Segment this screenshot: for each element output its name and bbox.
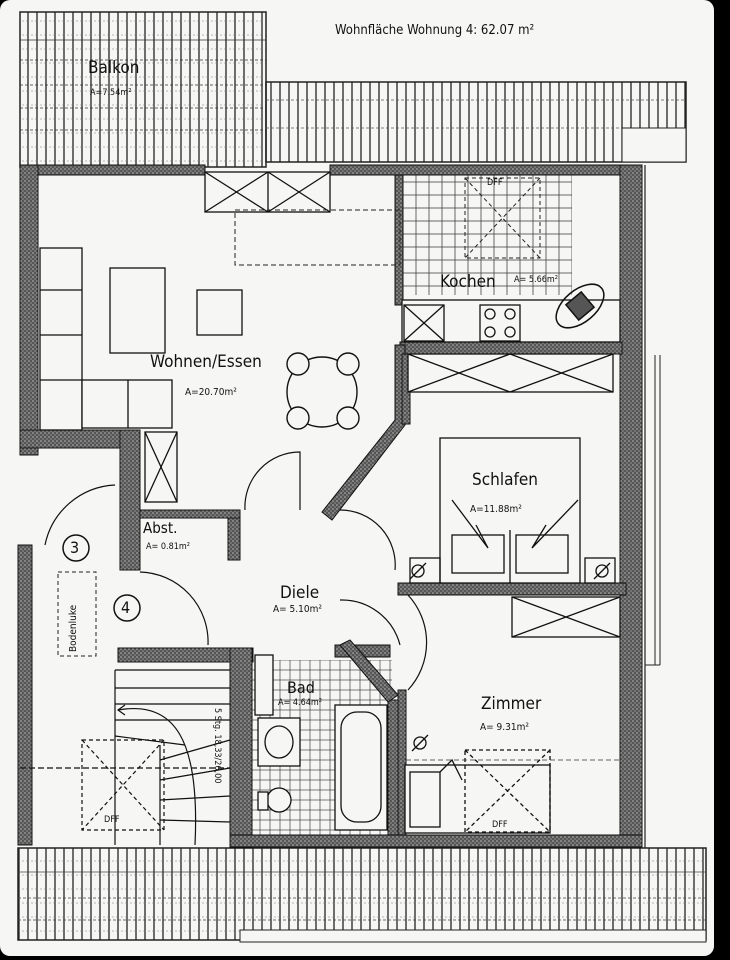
kitchen-table bbox=[555, 283, 605, 329]
room-area-wohnen: A=20.70m² bbox=[185, 387, 237, 398]
room-name-balkon: Balkon bbox=[88, 58, 140, 78]
staircase bbox=[20, 669, 231, 846]
circle-marker-4 bbox=[113, 594, 141, 622]
floor-plan-drawing bbox=[17, 11, 707, 943]
dff-label-kitchen: DFF bbox=[487, 178, 503, 188]
living-skylight-outline bbox=[234, 209, 401, 266]
circle-label-3: 3 bbox=[70, 538, 80, 557]
double-bed bbox=[409, 437, 616, 584]
room-name-abst: Abst. bbox=[143, 519, 178, 537]
door-swings bbox=[44, 451, 428, 691]
dff-label-stairs: DFF bbox=[104, 815, 120, 825]
room-area-balkon: A=7.54m² bbox=[90, 88, 132, 98]
stair-dimension-note: 5 Stg. 18,33/26,00 bbox=[212, 708, 222, 784]
room-area-zimmer: A= 9.31m² bbox=[480, 722, 529, 733]
floor-area-title: Wohnfläche Wohnung 4: 62.07 m² bbox=[335, 23, 535, 38]
circle-marker-3 bbox=[62, 534, 90, 562]
balcony-area bbox=[19, 11, 267, 168]
living-sofa bbox=[39, 247, 243, 431]
walls bbox=[17, 164, 643, 849]
dining-table bbox=[286, 352, 360, 430]
floor-plan-sheet: Wohnfläche Wohnung 4: 62.07 m² Balkon A=… bbox=[0, 0, 714, 956]
room-area-bad: A= 4.64m² bbox=[278, 698, 323, 708]
upper-roof-strip bbox=[265, 81, 687, 163]
room-area-abst: A= 0.81m² bbox=[146, 542, 191, 552]
room-area-diele: A= 5.10m² bbox=[273, 604, 322, 615]
room-name-zimmer: Zimmer bbox=[481, 694, 542, 714]
room-name-bad: Bad bbox=[287, 678, 315, 697]
windows bbox=[204, 171, 331, 213]
lower-roof-strip bbox=[17, 847, 707, 943]
room-name-schlafen: Schlafen bbox=[472, 470, 538, 490]
room-name-kochen: Kochen bbox=[440, 272, 496, 292]
zimmer-bed bbox=[404, 734, 551, 834]
bath-fixtures bbox=[254, 654, 388, 831]
kitchen-skylight bbox=[464, 177, 541, 259]
bodenluke-label: Bodenluke bbox=[68, 604, 79, 652]
bodenluke-outline bbox=[57, 571, 97, 657]
bedroom-wardrobe bbox=[407, 353, 614, 393]
room-area-schlafen: A=11.88m² bbox=[470, 504, 522, 515]
dff-label-zimmer: DFF bbox=[492, 820, 508, 830]
room-name-diele: Diele bbox=[280, 583, 320, 603]
abst-cabinet bbox=[144, 431, 178, 503]
right-roof-edge bbox=[644, 165, 661, 848]
room-area-kochen: A= 5.66m² bbox=[514, 275, 559, 285]
room-name-wohnen: Wohnen/Essen bbox=[150, 352, 262, 372]
circle-label-4: 4 bbox=[121, 598, 131, 617]
zimmer-wardrobe bbox=[511, 596, 621, 638]
